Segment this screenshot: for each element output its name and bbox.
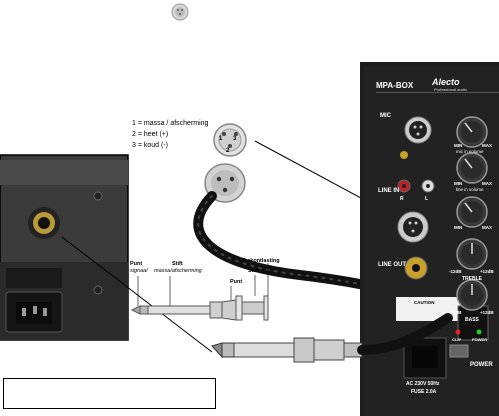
xlr-connector-male xyxy=(213,123,247,157)
pointer-line-jack xyxy=(61,236,213,353)
label-punt-2: Punt xyxy=(230,279,243,285)
iec-inlet-left xyxy=(5,291,63,333)
xlr-icon-top xyxy=(171,3,189,21)
bass-label: BASS xyxy=(465,317,479,323)
knob-bass xyxy=(456,279,488,311)
label-stift-sub: massa/afscherming xyxy=(154,268,202,274)
ac-label: AC 230V 50Hz xyxy=(406,381,440,387)
pin-label-3: 3 xyxy=(233,136,237,142)
knob-line-volume xyxy=(456,152,488,184)
clip-led-label: CLIP xyxy=(452,337,462,342)
speaker-max: MAX xyxy=(482,225,492,230)
jack-socket xyxy=(28,207,60,239)
line-min: MIN xyxy=(454,181,463,186)
line-max: MAX xyxy=(482,181,492,186)
jack-plug-small xyxy=(130,263,269,321)
label-punt-sub: signaal xyxy=(130,268,148,274)
label-stift-2: Stift xyxy=(248,268,259,274)
mic-volume-label: mic in volume xyxy=(456,149,484,154)
treble-minus: -12dB xyxy=(449,269,462,274)
knob-mic-volume xyxy=(456,116,488,148)
fuse-label: FUSE 2.0A xyxy=(411,389,437,395)
treble-plus: +12dB xyxy=(480,269,494,274)
power-led-label: POWER xyxy=(472,337,488,342)
left-device xyxy=(0,154,129,341)
pin-label-1: 1 xyxy=(219,136,223,142)
mic-min: MIN xyxy=(454,143,463,148)
jack-cable xyxy=(357,313,453,355)
speaker-min: MIN xyxy=(454,225,463,230)
treble-label: TREBLE xyxy=(462,276,482,282)
bass-minus: -12dB xyxy=(449,310,462,315)
knob-speaker xyxy=(456,196,488,228)
jack-plug-large xyxy=(211,337,363,363)
label-trekontlasting: Trekontlasting xyxy=(242,258,280,264)
line-volume-label: line in volume xyxy=(456,187,484,192)
panel-mic-label: MIC xyxy=(380,113,391,119)
rca-l-label: L xyxy=(425,196,429,202)
legend-pin3: 3 = koud (-) xyxy=(132,142,168,149)
rca-r-label: R xyxy=(400,196,404,202)
knob-treble xyxy=(456,238,488,270)
bass-plus: +12dB xyxy=(480,310,494,315)
mic-max: MAX xyxy=(482,143,492,148)
panel-brand: Alecto xyxy=(432,77,460,87)
label-stift: Stift xyxy=(172,261,183,267)
panel-model: MPA-BOX xyxy=(376,81,414,90)
caption-box xyxy=(3,378,216,409)
pin-label-2: 2 xyxy=(226,148,230,154)
power-switch-label: POWER xyxy=(470,362,493,368)
panel-brand-sub: Professional audio xyxy=(434,87,467,92)
legend-pin2: 2 = heet (+) xyxy=(132,131,169,138)
panel-line-out-label: LINE OUT xyxy=(378,262,406,268)
legend-pin1: 1 = massa / afscherming xyxy=(132,120,209,127)
label-punt: Punt xyxy=(130,261,143,267)
caution-label: CAUTION xyxy=(414,300,435,305)
panel-line-in-label: LINE IN xyxy=(378,188,400,194)
